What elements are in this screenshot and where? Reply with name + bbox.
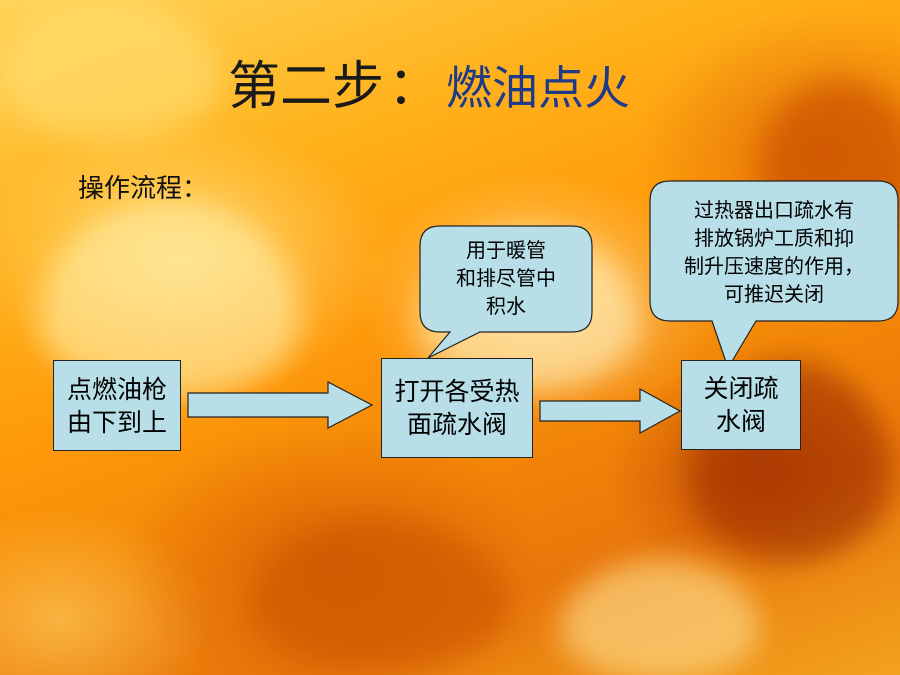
title-separator: ： <box>388 57 441 117</box>
callout-right-line: 排放锅炉工质和抑 <box>694 226 854 250</box>
process-heading: 操作流程： <box>78 174 209 204</box>
step-box-line: 由下到上 <box>66 407 167 437</box>
callout-left-line: 用于暖管 <box>466 238 546 262</box>
step-box-close-drains: 关闭疏 水阀 <box>681 360 801 450</box>
flame-glow <box>560 560 760 675</box>
slide-title: 第二步 ： 燃油点火 <box>228 44 630 124</box>
callout-right-shape <box>649 180 899 370</box>
step-box-line: 面疏水阀 <box>406 410 507 439</box>
step-box-line: 关闭疏 <box>703 374 779 403</box>
callout-right-line: 过热器出口疏水有 <box>694 198 854 222</box>
step-box-ignite: 点燃油枪 由下到上 <box>53 360 181 451</box>
flame-glow <box>250 520 510 670</box>
step-box-open-drains: 打开各受热 面疏水阀 <box>381 358 533 458</box>
callout-left-line: 和排尽管中 <box>456 266 556 290</box>
callout-right-line: 可推迟关闭 <box>724 282 824 306</box>
title-main: 第二步 <box>228 57 385 117</box>
block-arrow-right-icon <box>539 387 682 435</box>
step-box-line: 点燃油枪 <box>66 374 167 404</box>
callout-left-line: 积水 <box>486 294 526 318</box>
step-box-line: 水阀 <box>715 407 766 436</box>
callout-left-text: 用于暖管 和排尽管中 积水 <box>420 236 592 320</box>
callout-left-shape <box>419 225 593 359</box>
title-sub: 燃油点火 <box>446 61 631 115</box>
step-box-line: 打开各受热 <box>394 377 520 406</box>
callout-right-text: 过热器出口疏水有 排放锅炉工质和抑 制升压速度的作用， 可推迟关闭 <box>650 196 898 308</box>
flame-glow <box>0 0 220 140</box>
callout-right-line: 制升压速度的作用， <box>684 254 864 278</box>
block-arrow-right-icon <box>187 381 374 429</box>
